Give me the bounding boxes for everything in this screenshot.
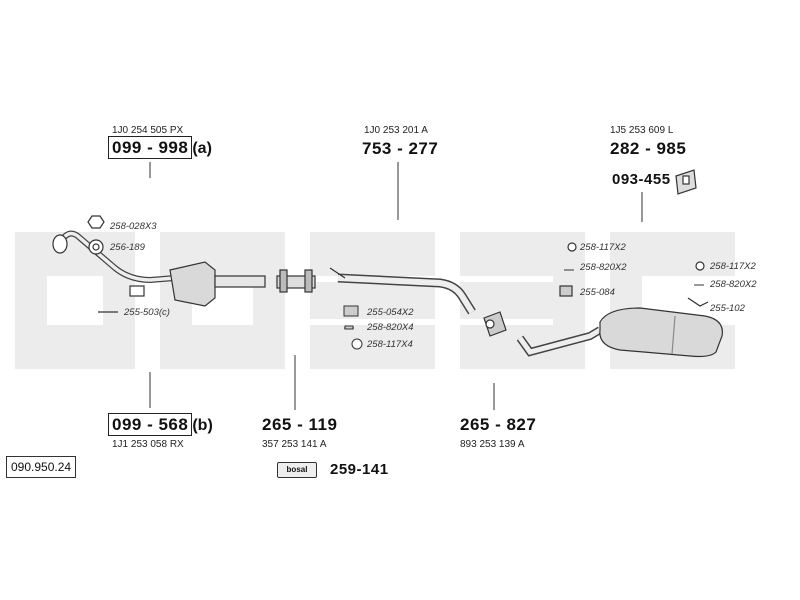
fitting-label[interactable]: 256-189 <box>110 242 145 253</box>
fitting-label[interactable]: 258-117X2 <box>580 242 626 253</box>
clamp-icon <box>687 297 709 307</box>
bracket-icon <box>559 285 573 297</box>
nut-icon <box>87 215 105 229</box>
part-number-kit[interactable]: 259-141 <box>330 461 389 478</box>
fitting-label[interactable]: 255-084 <box>580 287 615 298</box>
fitting-label[interactable]: 258-028X3 <box>110 221 157 232</box>
leader-lines <box>149 162 704 410</box>
reference-number: 090.950.24 <box>6 456 77 478</box>
suffix: (b) <box>192 417 213 434</box>
clamp-265-119-drawing <box>276 269 316 293</box>
oem-number: 893 253 139 A <box>460 439 525 450</box>
fitting-label[interactable]: 258-820X2 <box>710 279 757 290</box>
part-number: 099 - 998 <box>108 136 193 159</box>
part-number: 099 - 568 <box>108 413 193 436</box>
front-pipe-catalyst <box>52 230 266 307</box>
fitting-cluster-middle <box>343 305 363 350</box>
fitting-label[interactable]: 258-117X4 <box>367 339 413 350</box>
part-number-clamp[interactable]: 265 - 119 <box>262 415 338 434</box>
part-number-rear-silencer[interactable]: 282 - 985 <box>610 139 687 158</box>
oem-number: 1J5 253 609 L <box>610 125 674 136</box>
part-number-hanger[interactable]: 093-455 <box>612 171 671 188</box>
part-number-down-pipe[interactable]: 099 - 568(b) <box>108 413 213 436</box>
oem-number: 1J0 254 505 PX <box>112 125 184 136</box>
ring-icon <box>567 242 577 252</box>
fitting-icons <box>87 215 709 313</box>
fitting-label[interactable]: 258-820X2 <box>580 262 627 273</box>
part-number-front-pipe[interactable]: 099 - 998(a) <box>108 136 212 159</box>
fitting-label[interactable]: 255-054X2 <box>367 307 414 318</box>
rear-silencer <box>516 307 723 358</box>
fitting-label[interactable]: 258-820X4 <box>367 322 414 333</box>
ring-icon-right <box>695 261 705 271</box>
part-number-intermediate-pipe[interactable]: 753 - 277 <box>362 139 439 158</box>
bosal-watermark <box>15 232 735 369</box>
fitting-label[interactable]: 255-503(c) <box>124 307 170 318</box>
suffix: (a) <box>192 140 212 157</box>
part-number-connector[interactable]: 265 - 827 <box>460 415 537 434</box>
connector-265-827-drawing <box>483 311 507 337</box>
oem-number: 357 253 141 A <box>262 439 327 450</box>
oem-number: 1J0 253 201 A <box>364 125 428 136</box>
bosal-logo: bosal <box>277 462 317 478</box>
fitting-label[interactable]: 258-117X2 <box>710 261 756 272</box>
fitting-label[interactable]: 255-102 <box>710 303 745 314</box>
intermediate-pipe <box>329 267 476 315</box>
hanger-093-455-drawing <box>675 169 697 195</box>
oem-number: 1J1 253 058 RX <box>112 439 184 450</box>
